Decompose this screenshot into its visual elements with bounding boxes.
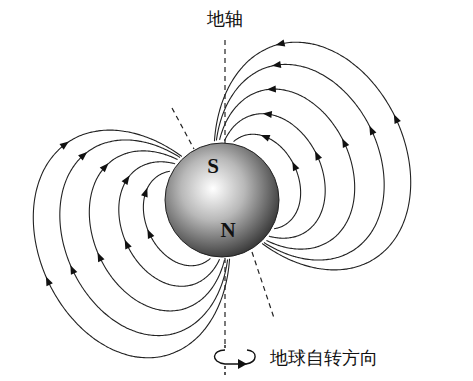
field-arrowhead: [67, 264, 77, 275]
rotation-label: 地球自转方向: [268, 348, 380, 368]
pole-letter: N: [220, 220, 235, 241]
field-arrowhead: [122, 174, 133, 185]
earth-axis: [224, 40, 225, 143]
field-arrowhead: [141, 187, 151, 198]
rotation-arc: [214, 350, 255, 364]
sphere-outline: [164, 142, 280, 258]
field-arrowhead: [275, 40, 285, 49]
field-arrowhead: [259, 132, 270, 142]
field-arrowhead: [312, 150, 322, 161]
earth-sphere: SN: [164, 142, 280, 258]
field-arrowhead: [289, 160, 299, 171]
field-arrowhead: [60, 139, 71, 150]
earth-axis: [224, 345, 225, 350]
field-arrowhead: [78, 149, 89, 160]
pole-letter: S: [207, 156, 219, 177]
field-arrowhead: [339, 137, 349, 148]
rotation-symbol: [214, 345, 255, 378]
field-arrowhead: [391, 113, 401, 124]
field-arrowhead: [122, 238, 132, 249]
field-arrowhead: [144, 228, 154, 239]
rotation-arrowhead: [238, 359, 247, 369]
field-arrowhead: [366, 124, 376, 135]
magnetic-axis: [172, 108, 194, 149]
magnetic-axis: [252, 252, 274, 318]
axis-label: 地轴: [205, 9, 245, 29]
sphere: [165, 143, 279, 257]
field-arrowhead: [267, 85, 276, 93]
field-lines: [33, 40, 410, 358]
field-arrowhead: [100, 161, 111, 172]
earth-axis: [224, 366, 225, 378]
field-arrowhead: [94, 251, 104, 262]
field-arrowhead: [271, 61, 281, 69]
earth-axis: [224, 258, 225, 345]
field-arrowhead: [262, 110, 272, 118]
field-arrowhead: [43, 275, 53, 286]
